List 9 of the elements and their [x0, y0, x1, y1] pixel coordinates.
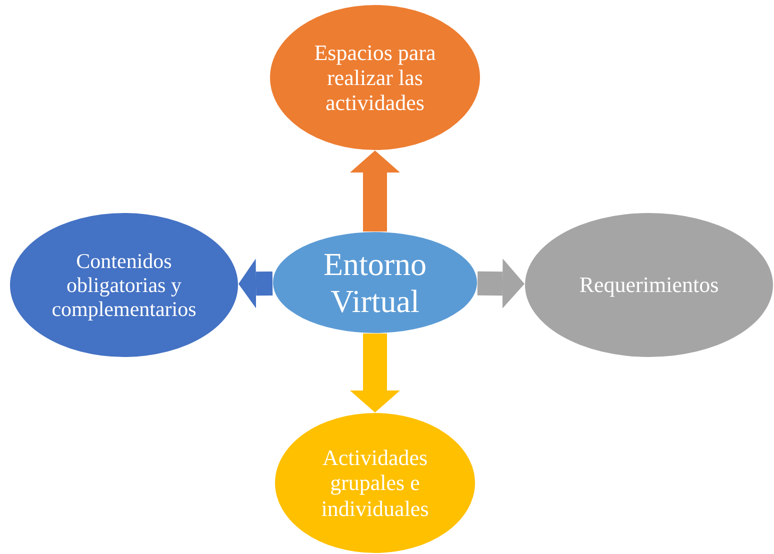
node-label: Entorno Virtual	[322, 246, 428, 320]
node-label: Espacios para realizar las actividades	[313, 40, 437, 116]
node-label: Requerimientos	[579, 272, 719, 298]
block-arrow	[350, 334, 400, 412]
block-arrow	[238, 258, 273, 309]
block-arrow	[350, 150, 400, 232]
block-arrow	[477, 258, 525, 309]
node-label: Actividades grupales e individuales	[320, 445, 430, 521]
node-label: Contenidos obligatorias y complementarios	[50, 248, 198, 322]
